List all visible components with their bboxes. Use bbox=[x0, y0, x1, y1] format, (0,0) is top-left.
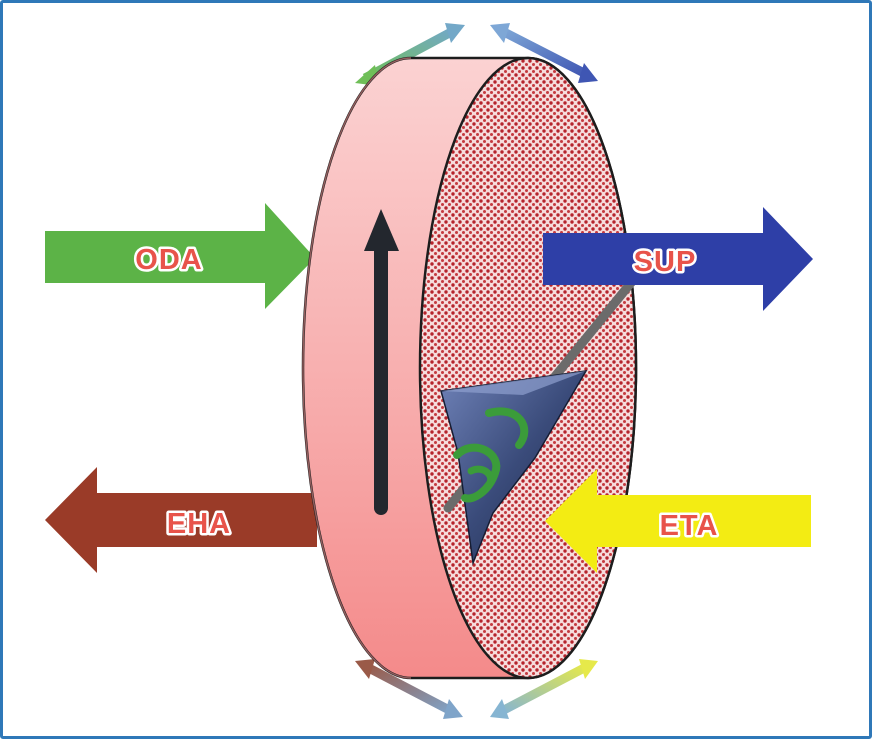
sup-label: SUP bbox=[634, 246, 697, 278]
drive-belt-icon bbox=[453, 407, 529, 503]
eha-label: EHA bbox=[167, 508, 231, 540]
leak-arrow-bottom-right bbox=[490, 659, 598, 719]
oda-label: ODA bbox=[135, 244, 202, 276]
rotary-wheel bbox=[301, 56, 644, 680]
eta-arrow: ETA bbox=[545, 469, 811, 573]
eta-label: ETA bbox=[660, 510, 719, 542]
wheel-matrix-face bbox=[418, 56, 638, 680]
rotation-direction-arrow-icon bbox=[364, 209, 399, 515]
sup-arrow: SUP bbox=[543, 207, 813, 311]
leak-arrow-bottom-left bbox=[355, 659, 463, 719]
leak-arrow-top-right bbox=[490, 23, 598, 83]
eha-arrow: EHA bbox=[45, 467, 317, 573]
oda-arrow: ODA bbox=[45, 203, 315, 309]
rotary-heat-exchanger-diagram: ODA EHA bbox=[45, 23, 813, 719]
